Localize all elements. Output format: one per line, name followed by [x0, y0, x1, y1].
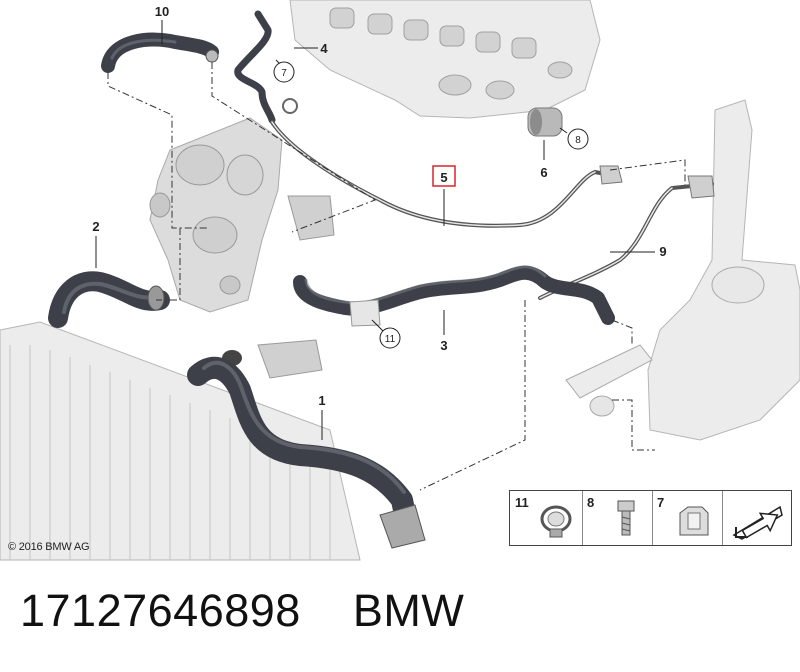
part-number: 17127646898: [20, 585, 301, 636]
reference-lines: [107, 62, 686, 491]
legend-cell-bracket: [722, 491, 791, 545]
callout-2: 2: [92, 219, 99, 234]
small-parts-legend: 11 8 7: [509, 490, 792, 546]
callout-4: 4: [320, 41, 328, 56]
legend-cell-7: 7: [652, 491, 723, 545]
callout-3: 3: [440, 338, 447, 353]
expansion-tank: [565, 99, 800, 441]
hose-part-1: [187, 356, 426, 549]
hose-part-10: [101, 32, 219, 73]
screw-icon: [617, 500, 635, 536]
legend-cell-8: 8: [582, 491, 653, 545]
pipe-part-9: [538, 175, 715, 300]
callout-9: 9: [659, 244, 666, 259]
pump-housing: [149, 117, 283, 313]
callout-6: 6: [540, 165, 547, 180]
callout-10: 10: [155, 4, 169, 19]
radiator: [0, 321, 361, 561]
callout-1: 1: [318, 393, 325, 408]
hose-part-2: [48, 271, 170, 328]
circled-callout-7: 7: [281, 68, 287, 79]
legend-cell-11: 11: [510, 491, 583, 545]
engine-block: [289, 0, 601, 119]
hose-part-3: [293, 265, 615, 327]
circled-callout-8: 8: [575, 135, 581, 146]
copyright-text: © 2016 BMW AG: [8, 541, 90, 553]
brand-name: BMW: [352, 585, 465, 636]
hose-part-4: [234, 10, 298, 124]
hose-clamp-icon: [540, 505, 572, 538]
legend-number: 7: [657, 495, 665, 510]
circled-callout-11: 11: [385, 334, 396, 345]
connector-parts: [222, 195, 335, 379]
highlight-box: [432, 165, 456, 187]
bracket-arrow-icon: [732, 505, 783, 540]
callout-5: 5: [440, 170, 447, 185]
legend-number: 8: [587, 495, 595, 510]
legend-number: 11: [515, 495, 529, 510]
clip-icon: [679, 506, 709, 536]
plug-part-6: [527, 107, 563, 137]
parts-diagram: 10 4 5 6 9 2 3 1 7 8 11: [0, 0, 800, 561]
leader-lines: [95, 20, 655, 440]
footer-part-info: 17127646898 BMW: [20, 585, 464, 637]
